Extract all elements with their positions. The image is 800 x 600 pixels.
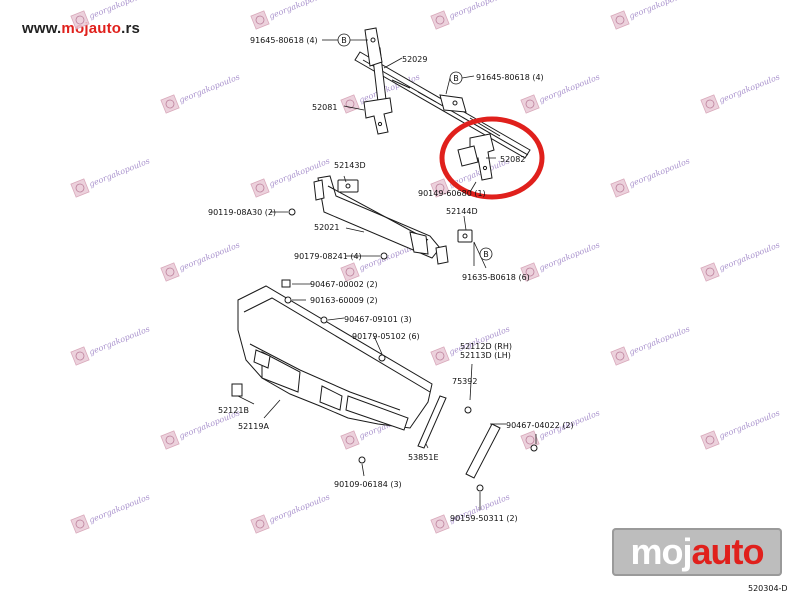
- callout: 52112D (RH): [460, 342, 512, 351]
- marker-b-label: B: [341, 36, 347, 45]
- watermark-seal: georgakopoulos: [250, 0, 331, 30]
- part-bracket-52082: [457, 133, 495, 181]
- callout: 90109-06184 (3): [334, 480, 402, 489]
- watermark-text: georgakopoulos: [268, 492, 331, 525]
- watermark-seal: georgakopoulos: [250, 492, 331, 534]
- marker-b: B: [449, 71, 463, 85]
- marker-b: B: [479, 247, 493, 261]
- part-retainer-52144d: [457, 229, 473, 243]
- part-bumper-cover: [237, 285, 433, 431]
- site-url-suffix: .rs: [121, 20, 141, 37]
- fastener-screw: [358, 456, 366, 464]
- highlight-ellipse: [439, 116, 545, 200]
- part-strip-52112d: [465, 423, 501, 479]
- callout: 90467-00002 (2): [310, 280, 378, 289]
- callout: 52082: [500, 155, 525, 164]
- part-retainer-52143d: [337, 179, 359, 193]
- watermark-seal: georgakopoulos: [430, 492, 511, 534]
- callout: 53851E: [408, 453, 439, 462]
- watermark-seal: georgakopoulos: [70, 156, 151, 198]
- marker-b-label: B: [453, 74, 459, 83]
- callout: 90467-04022 (2): [506, 421, 574, 430]
- watermark-text: georgakopoulos: [178, 240, 241, 273]
- callout: 90179-08241 (4): [294, 252, 362, 261]
- watermark-text: georgakopoulos: [718, 72, 781, 105]
- callout: 90119-08A30 (2): [208, 208, 276, 217]
- callout: 52113D (LH): [460, 351, 511, 360]
- callout: 52119A: [238, 422, 269, 431]
- fastener-screw: [284, 296, 292, 304]
- watermark-text: georgakopoulos: [628, 156, 691, 189]
- marker-b: B: [337, 33, 351, 47]
- part-52121b: [231, 383, 243, 397]
- callout: 91635-B0618 (6): [462, 273, 530, 282]
- fastener-screw: [476, 484, 484, 492]
- watermark-text: georgakopoulos: [448, 0, 511, 21]
- logo-part-1: moj: [630, 531, 692, 572]
- watermark-text: georgakopoulos: [88, 324, 151, 357]
- callout: 52081: [312, 103, 337, 112]
- callout: 90163-60009 (2): [310, 296, 378, 305]
- site-url-prefix: www.: [22, 20, 62, 37]
- watermark-seal: georgakopoulos: [520, 240, 601, 282]
- fastener-bolt: [288, 208, 296, 216]
- callout: 52021: [314, 223, 339, 232]
- fastener-clip: [530, 444, 538, 452]
- callout: 90149-60680 (1): [418, 189, 486, 198]
- part-garnish-53851e: [417, 395, 447, 449]
- watermark-seal: georgakopoulos: [610, 324, 691, 366]
- watermark-text: georgakopoulos: [88, 156, 151, 189]
- leader-lines: [237, 39, 537, 510]
- part-reinforcement: [313, 175, 449, 265]
- watermark-text: georgakopoulos: [178, 72, 241, 105]
- callout-labels: 91645-80618 (4) 52029 91645-80618 (4) 52…: [208, 36, 574, 523]
- callout: 90179-05102 (6): [352, 332, 420, 341]
- watermark-seal: georgakopoulos: [160, 72, 241, 114]
- watermark-seal: georgakopoulos: [610, 156, 691, 198]
- watermark-seal: georgakopoulos: [700, 240, 781, 282]
- watermark-seal: georgakopoulos: [70, 324, 151, 366]
- watermark-text: georgakopoulos: [538, 72, 601, 105]
- part-upper-support: [354, 27, 531, 159]
- fastener-clip: [281, 279, 291, 288]
- callout: 91645-80618 (4): [250, 36, 318, 45]
- callout: 91645-80618 (4): [476, 73, 544, 82]
- fastener-nut: [380, 252, 388, 260]
- fasteners: [281, 208, 538, 492]
- diagram-code: 520304-D: [748, 584, 788, 593]
- watermark-text: georgakopoulos: [628, 0, 691, 21]
- callout: 75392: [452, 377, 477, 386]
- fastener-clip: [464, 406, 472, 414]
- watermark-seal: georgakopoulos: [610, 0, 691, 30]
- callout: 52143D: [334, 161, 366, 170]
- part-bracket-52081: [363, 97, 393, 135]
- callout: 90467-09101 (3): [344, 315, 412, 324]
- fastener-screw: [320, 316, 328, 324]
- watermark-text: georgakopoulos: [538, 240, 601, 273]
- fastener-nut: [378, 354, 386, 362]
- callout: 52144D: [446, 207, 478, 216]
- watermark-text: georgakopoulos: [88, 492, 151, 525]
- watermark-text: georgakopoulos: [718, 408, 781, 441]
- watermark-seal: georgakopoulos: [430, 0, 511, 30]
- watermark-text: georgakopoulos: [718, 240, 781, 273]
- watermark-text: georgakopoulos: [628, 324, 691, 357]
- watermark-seal: georgakopoulos: [70, 0, 151, 30]
- watermark-seal: georgakopoulos: [160, 240, 241, 282]
- watermark-seal: georgakopoulos: [70, 492, 151, 534]
- watermark-text: georgakopoulos: [88, 0, 151, 21]
- callout: 52121B: [218, 406, 249, 415]
- callout: 90159-50311 (2): [450, 514, 518, 523]
- marker-b-label: B: [483, 250, 489, 259]
- watermark-seal: georgakopoulos: [700, 408, 781, 450]
- watermark-seal: georgakopoulos: [700, 72, 781, 114]
- callout: 52029: [402, 55, 427, 64]
- logo-part-2: auto: [691, 531, 765, 572]
- watermark-text: georgakopoulos: [268, 0, 331, 21]
